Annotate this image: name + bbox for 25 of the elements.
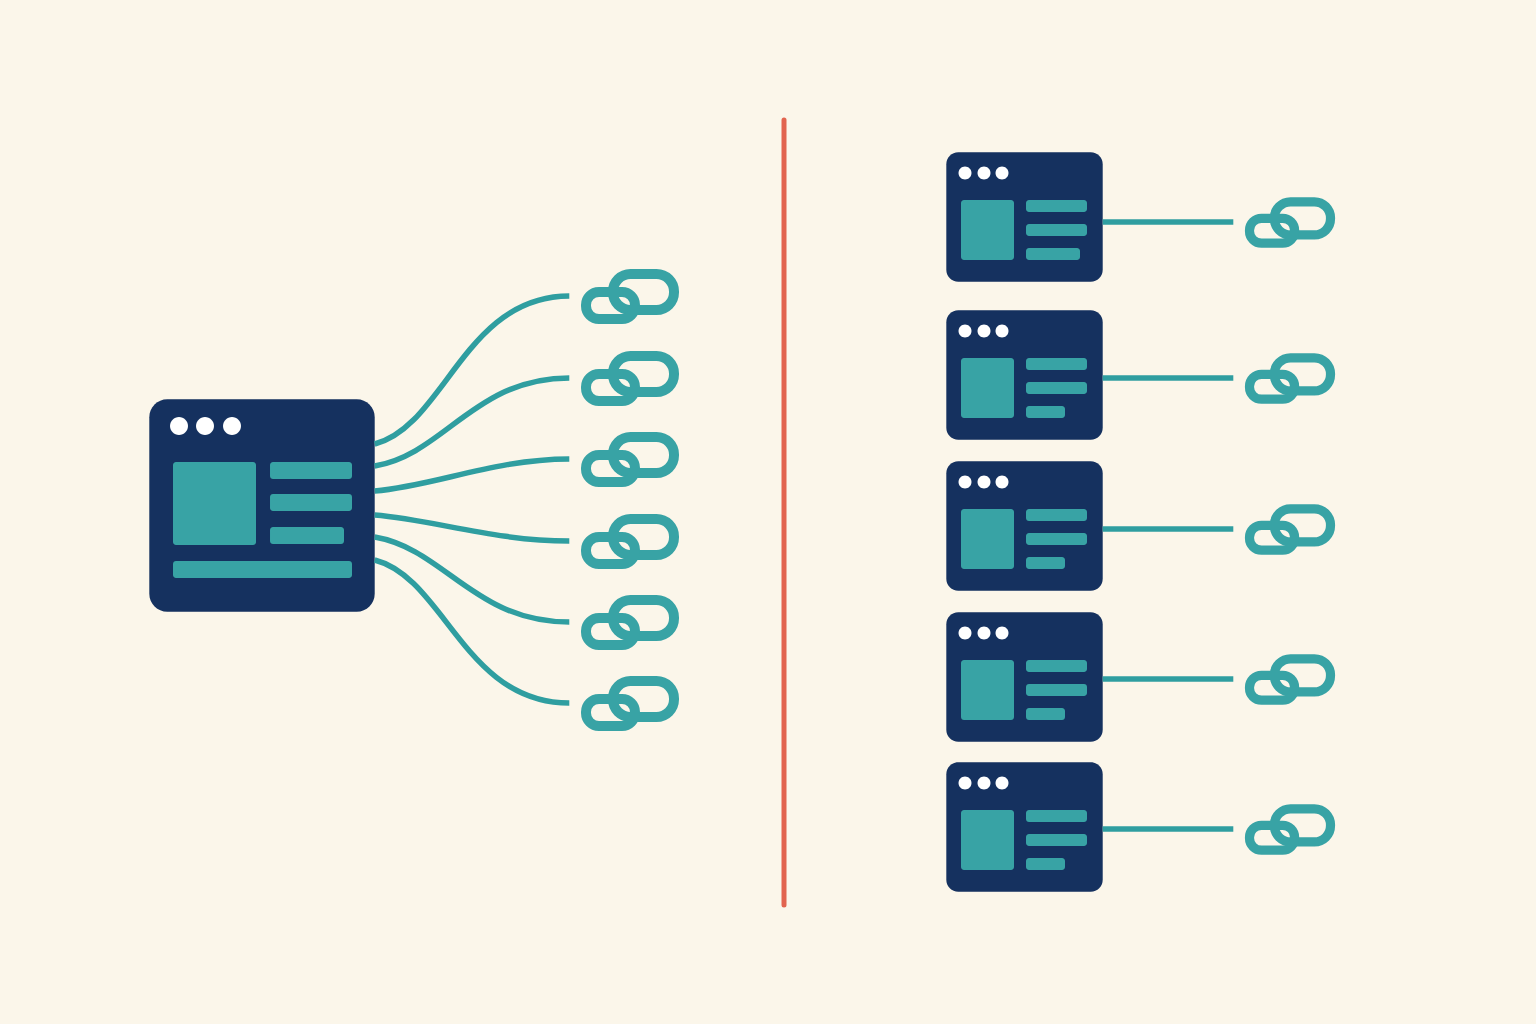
chain-link-icon <box>1244 197 1336 248</box>
connector-line <box>1102 826 1234 832</box>
chain-link-icon <box>1244 654 1336 705</box>
chain-link-icon <box>581 269 679 324</box>
browser-window <box>946 612 1103 742</box>
connector-line <box>1102 219 1234 225</box>
connector-line <box>1102 375 1234 381</box>
connector-line <box>374 512 570 544</box>
connector-line <box>1102 676 1234 682</box>
connector-line <box>373 557 570 706</box>
chain-link-icon <box>1244 504 1336 555</box>
connector-line <box>374 375 570 469</box>
browser-window <box>946 762 1103 892</box>
chain-link-icon <box>581 432 679 487</box>
chain-link-icon <box>581 351 679 406</box>
chain-link-icon <box>1244 353 1336 404</box>
chain-link-icon <box>581 676 679 731</box>
browser-window <box>946 310 1103 440</box>
browser-window <box>946 461 1103 591</box>
chain-link-icon <box>581 514 679 569</box>
connector-line <box>1102 526 1234 532</box>
connector-line <box>374 534 570 625</box>
connector-line <box>374 456 570 494</box>
chain-link-icon <box>581 595 679 650</box>
chain-link-icon <box>1244 804 1336 855</box>
